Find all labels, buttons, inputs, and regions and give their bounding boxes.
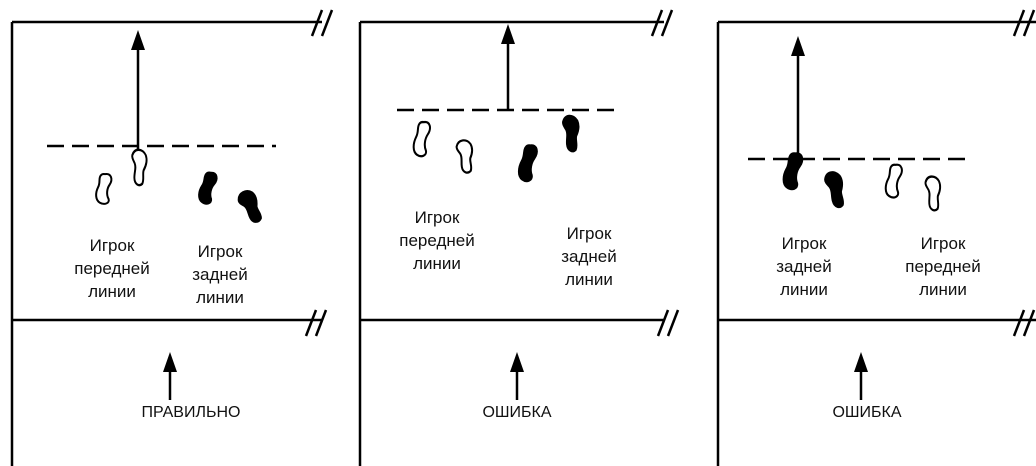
front-row-label: Игрок передней линии	[74, 236, 150, 301]
front-row-player-icon	[921, 173, 948, 213]
arrow-up-icon	[791, 36, 805, 56]
verdict-label: ПРАВИЛЬНО	[141, 404, 241, 421]
double-slash-icon	[1012, 309, 1036, 337]
verdict-label: ОШИБКА	[482, 404, 552, 421]
front-row-player-icon	[93, 171, 114, 206]
panel-1-graphics	[10, 9, 334, 466]
back-row-label: Игрок задней линии	[776, 234, 832, 299]
front-row-label: Игрок передней линии	[905, 234, 981, 299]
double-slash-icon	[1012, 9, 1036, 37]
back-row-player-icon	[195, 169, 220, 206]
back-row-player-icon	[820, 168, 853, 210]
double-slash-icon	[650, 9, 674, 37]
back-row-player-icon	[558, 112, 586, 154]
arrow-up-icon	[510, 352, 524, 372]
back-row-label: Игрок задней линии	[192, 242, 248, 307]
front-row-player-icon	[452, 137, 481, 176]
verdict-label: ОШИБКА	[832, 404, 902, 421]
arrow-up-icon	[163, 352, 177, 372]
front-row-player-icon	[410, 119, 433, 159]
front-row-label: Игрок передней линии	[399, 208, 475, 273]
back-row-label: Игрок задней линии	[561, 224, 617, 289]
arrow-up-icon	[501, 24, 515, 44]
double-slash-icon	[310, 9, 334, 37]
double-slash-icon	[304, 309, 328, 337]
double-slash-icon	[656, 309, 680, 337]
front-row-player-icon	[883, 162, 905, 200]
arrow-up-icon	[854, 352, 868, 372]
panel-2-graphics	[358, 9, 680, 466]
arrow-up-icon	[131, 30, 145, 50]
panel-3-graphics	[716, 9, 1036, 466]
back-row-player-icon	[515, 142, 540, 184]
front-row-player-icon	[128, 147, 153, 188]
back-row-player-icon	[233, 186, 271, 226]
back-row-player-icon	[780, 150, 805, 192]
